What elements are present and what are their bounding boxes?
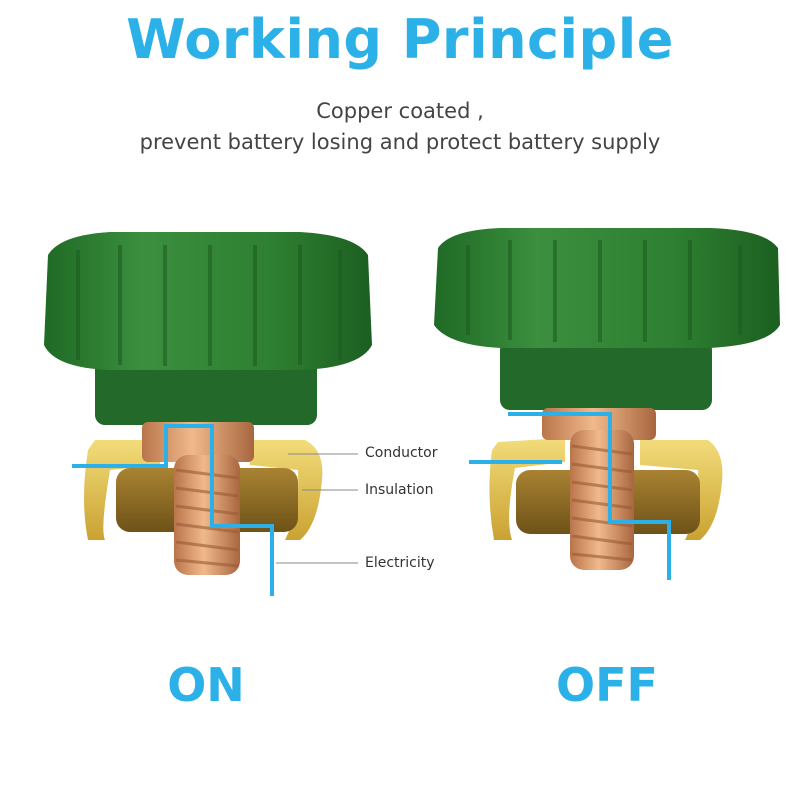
knob-ridges xyxy=(466,240,742,342)
insulation-label: Insulation xyxy=(365,482,434,498)
subtitle-line-1: Copper coated , xyxy=(316,99,484,123)
callout-leaders xyxy=(276,453,358,564)
knob-ridges xyxy=(76,245,342,366)
off-state-label: OFF xyxy=(556,658,658,712)
electricity-label: Electricity xyxy=(365,555,435,571)
electricity-path-on xyxy=(72,424,274,596)
knob-collar xyxy=(500,340,712,410)
bolt-threads xyxy=(175,468,239,568)
copper-bolt-head xyxy=(142,422,254,462)
off-switch-illustration xyxy=(434,228,780,580)
conductor-label: Conductor xyxy=(365,445,438,461)
knob-collar xyxy=(95,355,317,425)
electricity-path-off-output xyxy=(508,412,671,580)
subtitle-line-2: prevent battery losing and protect batte… xyxy=(139,130,661,154)
page-subtitle: Copper coated , prevent battery losing a… xyxy=(0,96,800,158)
page-title: Working Principle xyxy=(126,8,674,71)
conductor-right xyxy=(250,440,323,540)
green-knob xyxy=(434,228,780,348)
conductor-right xyxy=(640,440,723,540)
on-state-label: ON xyxy=(167,658,245,712)
on-switch-illustration xyxy=(44,232,372,596)
bolt-threads xyxy=(571,444,633,562)
